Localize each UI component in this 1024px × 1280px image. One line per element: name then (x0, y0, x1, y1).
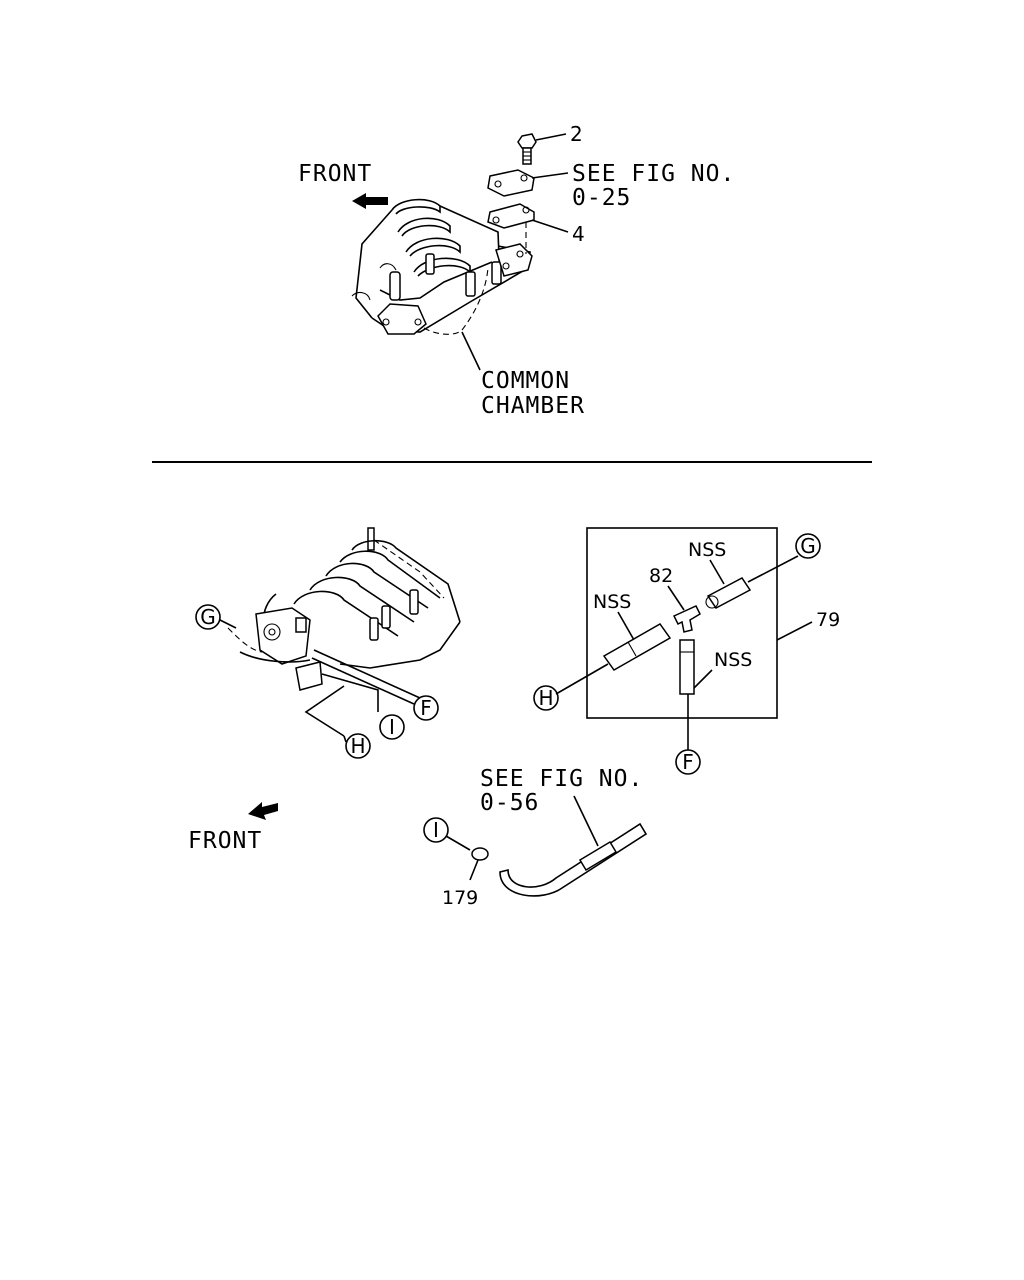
left-circle-f: F (413, 695, 439, 721)
callout-4: 4 (572, 222, 585, 246)
left-circle-g: G (195, 604, 237, 630)
gasket-part-4 (487, 203, 569, 254)
common-chamber-line2: CHAMBER (481, 393, 585, 419)
circle-i-bottom: I (423, 817, 471, 851)
bottom-assembly: G F I H FRONT 79 NSS G 82 (188, 527, 840, 909)
bolt-part-2 (517, 133, 567, 165)
callout-179: 179 (442, 887, 478, 909)
top-see-fig-line2: 0-25 (572, 185, 631, 211)
svg-text:H: H (538, 686, 553, 710)
top-front-label: FRONT (298, 161, 372, 187)
circle-f-box: F (675, 749, 701, 775)
callout-79: 79 (816, 609, 840, 631)
svg-text:G: G (800, 534, 816, 558)
common-chamber-line1: COMMON (481, 368, 570, 394)
clamp-part-179 (469, 847, 489, 881)
bottom-see-fig-line2: 0-56 (480, 790, 539, 816)
top-front-arrow-icon (352, 193, 388, 209)
svg-text:F: F (420, 696, 432, 720)
bent-hose (499, 822, 648, 897)
svg-text:H: H (350, 734, 365, 758)
bottom-front-label: FRONT (188, 828, 262, 854)
hose-connector-upper (706, 577, 752, 609)
tee-fitting-82 (672, 605, 701, 633)
svg-text:F: F (682, 750, 694, 774)
svg-text:I: I (433, 818, 439, 842)
bottom-see-fig-line1: SEE FIG NO. (480, 766, 643, 792)
box-nss-top: NSS (688, 539, 726, 561)
bottom-front-arrow-icon (248, 802, 278, 820)
cover-plate (487, 169, 569, 197)
svg-text:I: I (389, 715, 395, 739)
top-assembly: FRONT (298, 122, 735, 419)
circle-g-box: G (795, 533, 821, 559)
hose-kit-box (586, 527, 778, 719)
left-circle-h: H (343, 733, 371, 759)
intake-manifold-top (351, 198, 533, 335)
callout-2: 2 (570, 122, 583, 146)
circle-h-box: H (533, 685, 559, 711)
box-nss-left: NSS (593, 591, 631, 613)
left-circle-i: I (379, 714, 405, 740)
top-see-fig-line1: SEE FIG NO. (572, 161, 735, 187)
common-chamber-outline (423, 267, 489, 335)
box-nss-right: NSS (714, 649, 752, 671)
intake-manifold-bottom (227, 527, 461, 691)
callout-82: 82 (649, 565, 673, 587)
svg-text:G: G (200, 605, 216, 629)
hose-segment-vertical (679, 639, 695, 695)
hose-segment-left (602, 623, 672, 671)
